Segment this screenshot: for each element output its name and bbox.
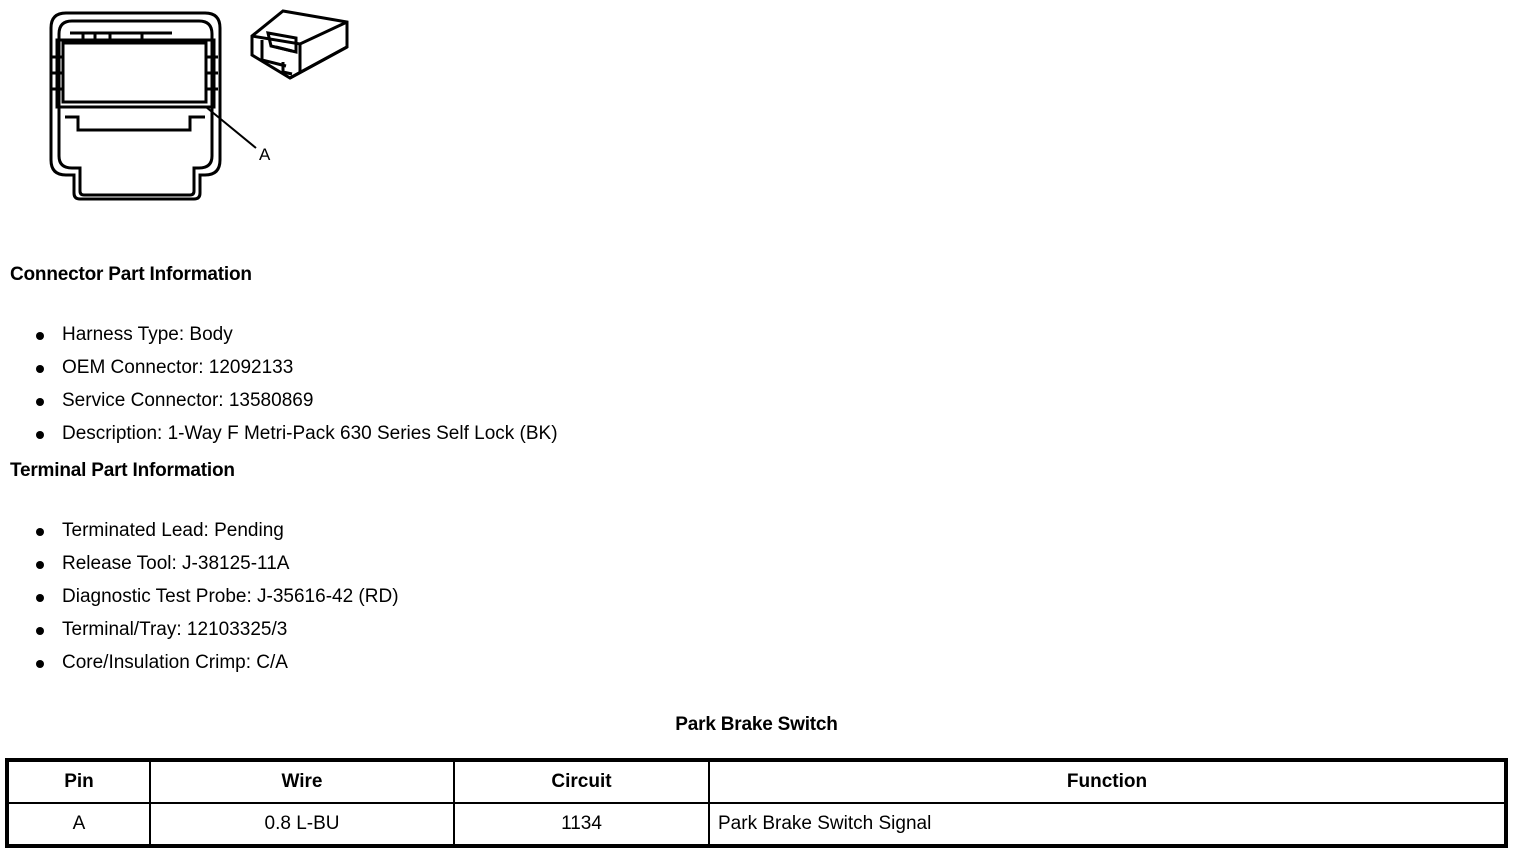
connector-terminal-cavity: [61, 41, 208, 104]
pin-table: Pin Wire Circuit Function A 0.8 L-BU 113…: [5, 758, 1508, 848]
pin-table-header: Pin Wire Circuit Function: [6, 759, 1507, 804]
callout-label-a: A: [259, 145, 271, 164]
callout-leader-line: [205, 106, 257, 149]
connector-part-information-list: Harness Type: Body OEM Connector: 120921…: [0, 318, 558, 450]
terminal-isometric-drawing: [250, 9, 349, 80]
connector-outer-shell: [49, 11, 222, 201]
connector-left-slots: [51, 55, 63, 91]
list-item: OEM Connector: 12092133: [0, 351, 558, 384]
list-item: Release Tool: J-38125-11A: [0, 547, 399, 580]
list-item: Diagnostic Test Probe: J-35616-42 (RD): [0, 580, 399, 613]
column-header-circuit: Circuit: [453, 759, 710, 804]
column-header-function: Function: [708, 759, 1507, 804]
connector-cavity-frame: [55, 38, 216, 109]
connector-inner-shell: [57, 19, 214, 197]
list-item: Core/Insulation Crimp: C/A: [0, 646, 399, 679]
cell-function: Park Brake Switch Signal: [708, 802, 1507, 847]
connector-right-slots: [206, 55, 218, 91]
list-item: Description: 1-Way F Metri-Pack 630 Seri…: [0, 417, 558, 450]
column-header-pin: Pin: [6, 759, 151, 804]
cell-pin: A: [6, 802, 151, 847]
list-item: Terminal/Tray: 12103325/3: [0, 613, 399, 646]
list-item: Harness Type: Body: [0, 318, 558, 351]
cell-wire: 0.8 L-BU: [149, 802, 455, 847]
connector-illustration: A: [0, 0, 400, 240]
connector-lower-step: [65, 115, 205, 132]
pin-table-body: A 0.8 L-BU 1134 Park Brake Switch Signal: [6, 802, 1507, 847]
table-row: A 0.8 L-BU 1134 Park Brake Switch Signal: [6, 802, 1507, 847]
connector-illustration-svg: A: [49, 9, 349, 201]
connector-part-information-heading: Connector Part Information: [10, 264, 252, 285]
connector-top-notches: [81, 33, 144, 43]
column-header-wire: Wire: [149, 759, 455, 804]
list-item: Service Connector: 13580869: [0, 384, 558, 417]
list-item: Terminated Lead: Pending: [0, 514, 399, 547]
terminal-part-information-list: Terminated Lead: Pending Release Tool: J…: [0, 514, 399, 679]
pin-table-title: Park Brake Switch: [675, 714, 838, 735]
cell-circuit: 1134: [453, 802, 710, 847]
terminal-part-information-heading: Terminal Part Information: [10, 460, 235, 481]
table-header-row: Pin Wire Circuit Function: [6, 759, 1507, 804]
